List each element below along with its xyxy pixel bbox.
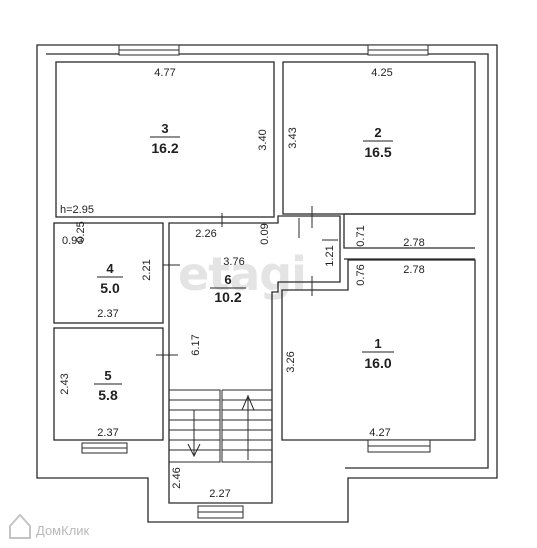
dim-room2-depth: 3.43 [287,127,299,148]
watermark-text: etagi [178,247,306,301]
room-3 [55,61,275,218]
dim-hall-notch: 0.09 [259,223,271,244]
room-4-number: 4 [106,261,114,276]
stair-arrow-down-icon [187,410,201,458]
dim-room5-depth: 2.43 [59,373,71,394]
brand-name: ДомКлик [36,523,90,538]
room-3-area: 16.2 [151,140,178,156]
room-6-area: 10.2 [214,289,241,305]
dim-room5-width: 2.37 [97,427,118,439]
dim-hall-side: 1.21 [324,245,336,266]
dim-hall-mid: 3.76 [223,256,244,268]
dim-room4-width: 2.37 [97,308,118,320]
dim-room3-depth: 3.40 [257,129,269,150]
room-3-number: 3 [161,121,168,136]
inner-wall-outline [46,53,489,469]
room-4-area: 5.0 [100,280,120,296]
room-1 [281,259,476,441]
dim-room4-depth: 2.21 [141,259,153,280]
dim-room1-top-width: 2.78 [403,264,424,276]
room-2-area: 16.5 [364,144,391,160]
partition-marks [156,206,338,356]
dim-room1-width: 4.27 [369,427,390,439]
dim-room2-width: 4.25 [371,67,392,79]
dim-hall-top: 2.26 [195,228,216,240]
dim-room4-left: 0.93 [62,235,83,247]
room-5-number: 5 [104,368,111,383]
house-icon [9,513,31,539]
dim-hall-length: 6.17 [190,334,202,355]
dim-corridor-top: 0.71 [355,225,367,246]
outer-wall [36,44,498,523]
corridor-wall [343,213,475,260]
room-4 [53,222,164,324]
dim-stair-depth: 2.46 [171,467,183,488]
stair-arrow-up-icon [241,394,255,460]
dim-room1-top-offset: 0.76 [355,264,367,285]
room-5-area: 5.8 [98,387,118,403]
ceiling-height: h=2.95 [60,204,94,216]
room-6-number: 6 [224,272,231,287]
room-1-area: 16.0 [364,355,391,371]
room-1-number: 1 [374,336,381,351]
dim-stair-width: 2.27 [209,488,230,500]
room-5 [53,327,164,441]
dim-corridor-width: 2.78 [403,237,424,249]
staircase [169,389,272,463]
dim-room1-depth: 3.26 [285,351,297,372]
dim-room3-width: 4.77 [154,67,175,79]
dim-room4-top: 0.25 [75,221,87,242]
hall-6 [168,215,341,504]
room-2-number: 2 [374,125,381,140]
brand-logo: ДомКлик [9,513,90,539]
